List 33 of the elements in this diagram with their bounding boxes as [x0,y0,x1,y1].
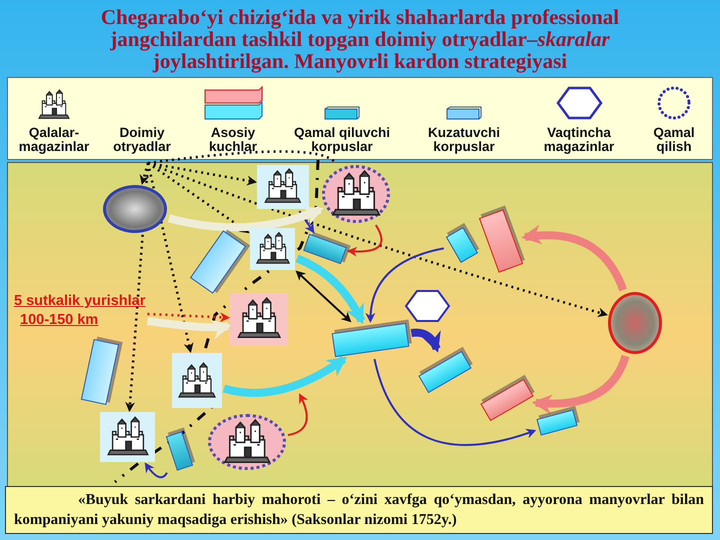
arrow [148,162,608,318]
thick-arrow [532,354,630,414]
thick-arrow [295,254,366,324]
castle-icon [100,412,155,462]
note-text: 5 sutkalik yurishlar [14,292,146,311]
quote-caption: «Buyuk sarkardani harbiy mahoroti – o‘zini xavfga qo‘ymasdan, ayyorona manyovrlar bilan kompaniyani yakuniy maqsadiga erishish» (Saksonlar nizomi 1752y.) [5,486,713,534]
arrow [288,393,308,436]
legend-label: Qamal qiluvchi korpuslar [292,126,392,154]
legend-label: Qamal qilish [652,126,696,154]
castle-icon [172,353,222,408]
hexagon-icon [405,290,450,322]
legend-label: Vaqtincha magazinlar [542,126,616,154]
legend-label: Doimiy otryadlar [112,126,172,154]
legend-label: Asosiy kuchlar [208,126,258,154]
arrow [374,358,536,446]
thick-arrow [168,206,324,232]
castle-icon [230,293,288,345]
arrow [346,224,382,256]
thick-arrow [146,316,232,339]
dotted-line [148,150,336,164]
arrow [366,247,444,323]
title: Chegarabo‘yi chizig‘ida va yirik shaharlarda professional jangchilardan tashkil topgan doimiy otryadlar–skaralar joylashtirilgan. Manyovrli kardon strategiyasi [100,6,620,72]
arrow [147,312,230,322]
arrow [298,210,314,234]
arrow [296,270,352,322]
castle-icon [257,165,309,209]
note-text: 100-150 km [19,311,100,330]
thick-arrow [223,356,348,397]
legend-label: Qalalar-magazinlar [18,126,90,154]
legend-label: Kuzatuvchi korpuslar [426,126,501,154]
castle-icon [250,228,295,270]
arrow [148,162,257,186]
thick-arrow [521,225,627,292]
